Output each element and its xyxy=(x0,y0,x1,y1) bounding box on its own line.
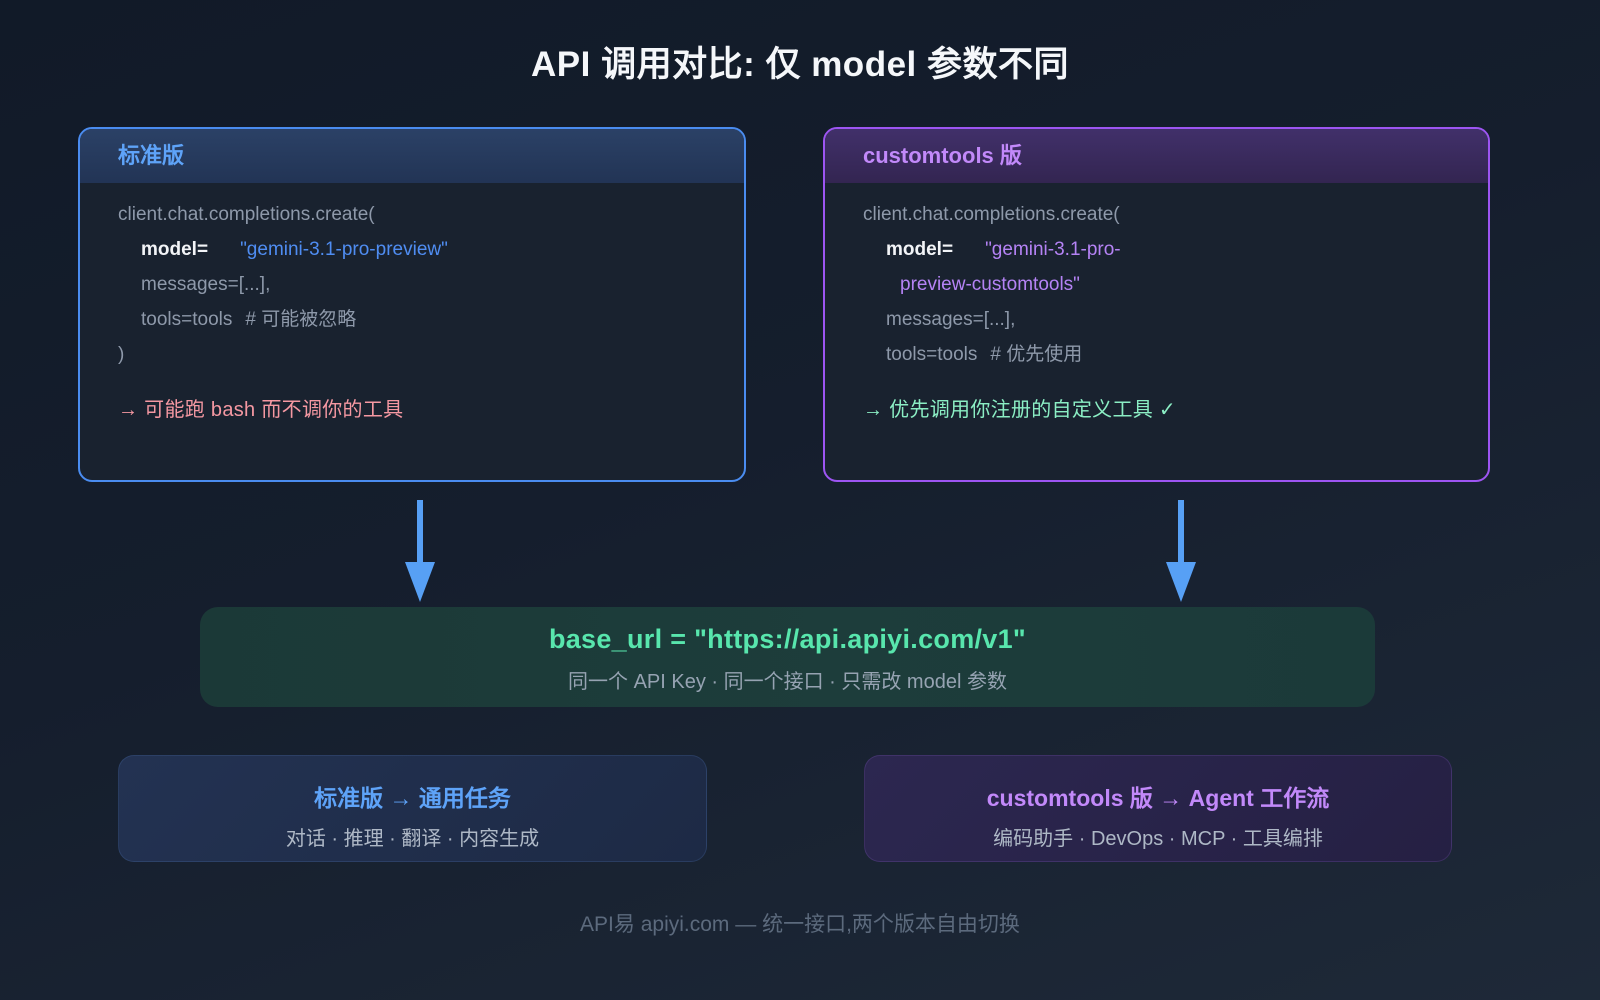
code-line-create: client.chat.completions.create( xyxy=(118,204,375,225)
standard-card-header: 标准版 xyxy=(80,129,744,183)
model-keyword: model= xyxy=(886,239,954,260)
standard-usage-subtitle: 对话 · 推理 · 翻译 · 内容生成 xyxy=(285,828,540,850)
tools-code: tools=tools xyxy=(886,344,978,365)
standard-usage-title: 标准版 → 通用任务 xyxy=(314,785,511,811)
standard-version-card: 标准版 client.chat.completions.create( mode… xyxy=(78,127,746,482)
customtools-usage-subtitle: 编码助手 · DevOps · MCP · 工具编排 xyxy=(993,828,1323,850)
code-line-tools: tools=tools # 优先使用 xyxy=(863,337,1450,372)
code-line-messages: messages=[...], xyxy=(141,274,271,295)
code-line-model: model= "gemini-3.1-pro-preview" xyxy=(118,232,706,267)
base-url-subtitle: 同一个 API Key · 同一个接口 · 只需改 model 参数 xyxy=(568,671,1007,693)
code-line-close: ) xyxy=(118,344,125,365)
standard-card-code: client.chat.completions.create( model= "g… xyxy=(80,183,744,422)
tools-code: tools=tools xyxy=(141,309,233,330)
code-line-messages: messages=[...], xyxy=(886,309,1016,330)
customtools-usage-title: customtools 版 → Agent 工作流 xyxy=(986,785,1330,811)
base-url-code: base_url = "https://api.apiyi.com/v1" xyxy=(548,624,1027,654)
base-url-box: base_url = "https://api.apiyi.com/v1" 同一… xyxy=(200,607,1375,707)
arrow-head xyxy=(1166,562,1196,602)
arrow-stem xyxy=(1178,500,1184,562)
model-value-customtools-2: preview-customtools" xyxy=(900,274,1080,295)
page-title: API 调用对比: 仅 model 参数不同 xyxy=(531,45,1069,84)
customtools-version-card: customtools 版 client.chat.completions.cr… xyxy=(823,127,1490,482)
customtools-behavior-note: → 优先调用你注册的自定义工具 ✓ xyxy=(863,399,1176,421)
down-arrow-customtools xyxy=(1166,500,1196,603)
tools-comment: # 优先使用 xyxy=(990,344,1083,365)
code-line-model: model= "gemini-3.1-pro- xyxy=(863,232,1450,267)
tools-comment: # 可能被忽略 xyxy=(245,309,357,330)
arrow-head xyxy=(405,562,435,602)
model-value-standard: "gemini-3.1-pro-preview" xyxy=(240,239,448,260)
customtools-usage-box: customtools 版 → Agent 工作流 编码助手 · DevOps … xyxy=(864,755,1452,862)
customtools-card-header: customtools 版 xyxy=(825,129,1488,183)
model-value-customtools-1: "gemini-3.1-pro- xyxy=(985,239,1121,260)
model-keyword: model= xyxy=(141,239,209,260)
customtools-card-code: client.chat.completions.create( model= "g… xyxy=(825,183,1488,422)
standard-behavior-note: → 可能跑 bash 而不调你的工具 xyxy=(118,399,404,421)
down-arrow-standard xyxy=(405,500,435,603)
footer-tagline: API易 apiyi.com — 统一接口,两个版本自由切换 xyxy=(580,913,1020,936)
arrow-stem xyxy=(417,500,423,562)
code-line-tools: tools=tools # 可能被忽略 xyxy=(118,302,706,337)
standard-usage-box: 标准版 → 通用任务 对话 · 推理 · 翻译 · 内容生成 xyxy=(118,755,707,862)
code-line-create: client.chat.completions.create( xyxy=(863,204,1120,225)
